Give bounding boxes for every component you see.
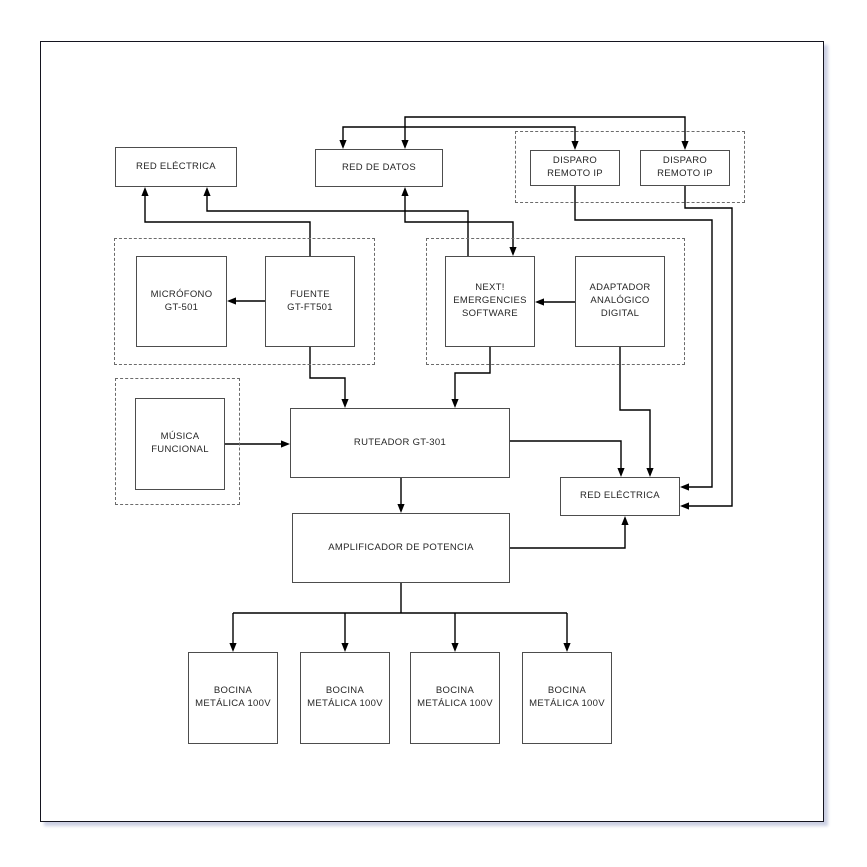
disparo-remoto-1-node: DISPARO REMOTO IP — [530, 150, 620, 186]
red-electrica-right-node: RED ELÉCTRICA — [560, 477, 680, 516]
red-de-datos-label: RED DE DATOS — [342, 161, 416, 173]
disparo-remoto-1-label: DISPARO REMOTO IP — [547, 155, 603, 179]
ruteador-node: RUTEADOR GT-301 — [290, 408, 510, 478]
fuente-label: FUENTE GT-FT501 — [287, 288, 333, 313]
disparo-remoto-2-label: DISPARO REMOTO IP — [657, 155, 713, 179]
adaptador-label: ADAPTADOR ANALÓGICO DIGITAL — [589, 282, 651, 319]
amplificador-label: AMPLIFICADOR DE POTENCIA — [328, 541, 474, 553]
bocina-3-node: BOCINA METÁLICA 100V — [410, 652, 500, 744]
bocina-2-label: BOCINA METÁLICA 100V — [307, 685, 383, 709]
bocina-4-label: BOCINA METÁLICA 100V — [529, 685, 605, 709]
bocina-1-label: BOCINA METÁLICA 100V — [195, 685, 271, 709]
bocina-1-node: BOCINA METÁLICA 100V — [188, 652, 278, 744]
musica-funcional-label: MÚSICA FUNCIONAL — [151, 431, 209, 455]
bocina-4-node: BOCINA METÁLICA 100V — [522, 652, 612, 744]
amplificador-node: AMPLIFICADOR DE POTENCIA — [292, 513, 510, 583]
microfono-node: MICRÓFONO GT-501 — [136, 256, 227, 347]
next-software-label: NEXT! EMERGENCIES SOFTWARE — [453, 282, 527, 319]
bocina-2-node: BOCINA METÁLICA 100V — [300, 652, 390, 744]
musica-funcional-node: MÚSICA FUNCIONAL — [135, 398, 225, 490]
red-electrica-top-label: RED ELÉCTRICA — [136, 160, 216, 172]
microfono-label: MICRÓFONO GT-501 — [150, 288, 213, 313]
next-software-node: NEXT! EMERGENCIES SOFTWARE — [445, 256, 535, 347]
red-de-datos-node: RED DE DATOS — [315, 149, 443, 187]
red-electrica-top-node: RED ELÉCTRICA — [115, 147, 237, 187]
adaptador-node: ADAPTADOR ANALÓGICO DIGITAL — [575, 256, 665, 347]
group-next-adapt-group — [426, 238, 685, 365]
red-electrica-right-label: RED ELÉCTRICA — [580, 490, 660, 502]
bocina-3-label: BOCINA METÁLICA 100V — [417, 685, 493, 709]
group-mic-fuente-group — [114, 238, 375, 365]
group-disparo-group — [515, 131, 745, 203]
disparo-remoto-2-node: DISPARO REMOTO IP — [640, 150, 730, 186]
fuente-node: FUENTE GT-FT501 — [265, 256, 355, 347]
group-musica-group — [115, 378, 240, 505]
ruteador-label: RUTEADOR GT-301 — [353, 436, 447, 448]
